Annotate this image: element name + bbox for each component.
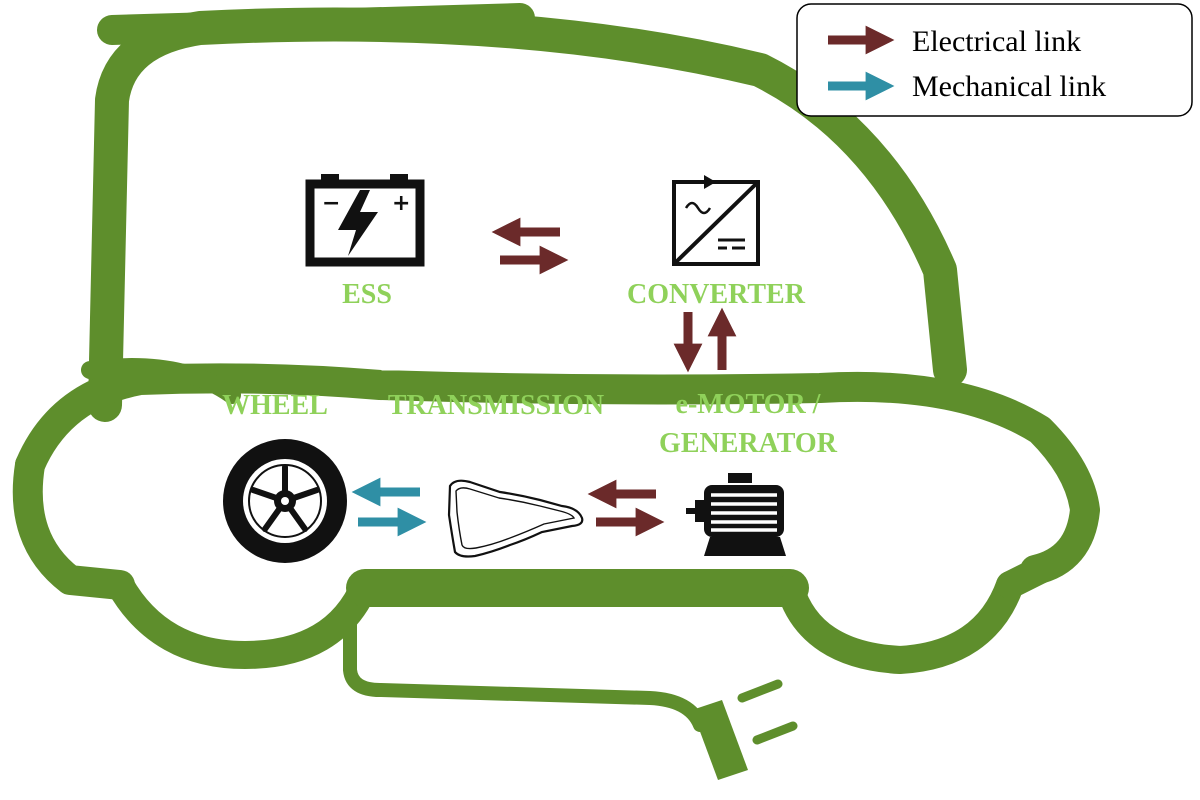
transmission-icon [447,479,584,558]
legend-item-mechanical: Mechanical link [828,70,1106,103]
ess-component: − + ESS [305,174,425,310]
motor-transmission-link [587,479,665,537]
converter-icon [672,175,760,266]
legend-label-mechanical: Mechanical link [912,70,1106,103]
transmission-wheel-link [351,477,427,537]
converter-component: CONVERTER [627,175,806,310]
car-outline-icon [12,3,1100,732]
legend-label-electrical: Electrical link [912,25,1081,58]
legend-item-electrical: Electrical link [828,25,1081,58]
wheel-component: WHEEL [222,390,347,563]
ess-converter-link [491,217,569,275]
electric-motor-icon [686,473,786,556]
converter-label: CONVERTER [627,279,806,310]
plug-icon [692,679,798,780]
converter-motor-link [673,307,737,373]
legend: Electrical link Mechanical link [796,3,1193,117]
battery-icon: − + [305,174,425,267]
ess-label: ESS [342,279,392,310]
transmission-label: TRANSMISSION [388,390,604,421]
wheel-icon [223,439,347,563]
svg-text:+: + [392,191,410,216]
legend-box [796,3,1193,117]
svg-text:−: − [322,191,340,216]
motor-label-line1: e-MOTOR / [676,389,822,420]
motor-label-line2: GENERATOR [659,428,838,459]
wheel-label: WHEEL [222,390,328,421]
motor-component: e-MOTOR / GENERATOR [659,389,838,556]
transmission-component: TRANSMISSION [388,390,604,558]
